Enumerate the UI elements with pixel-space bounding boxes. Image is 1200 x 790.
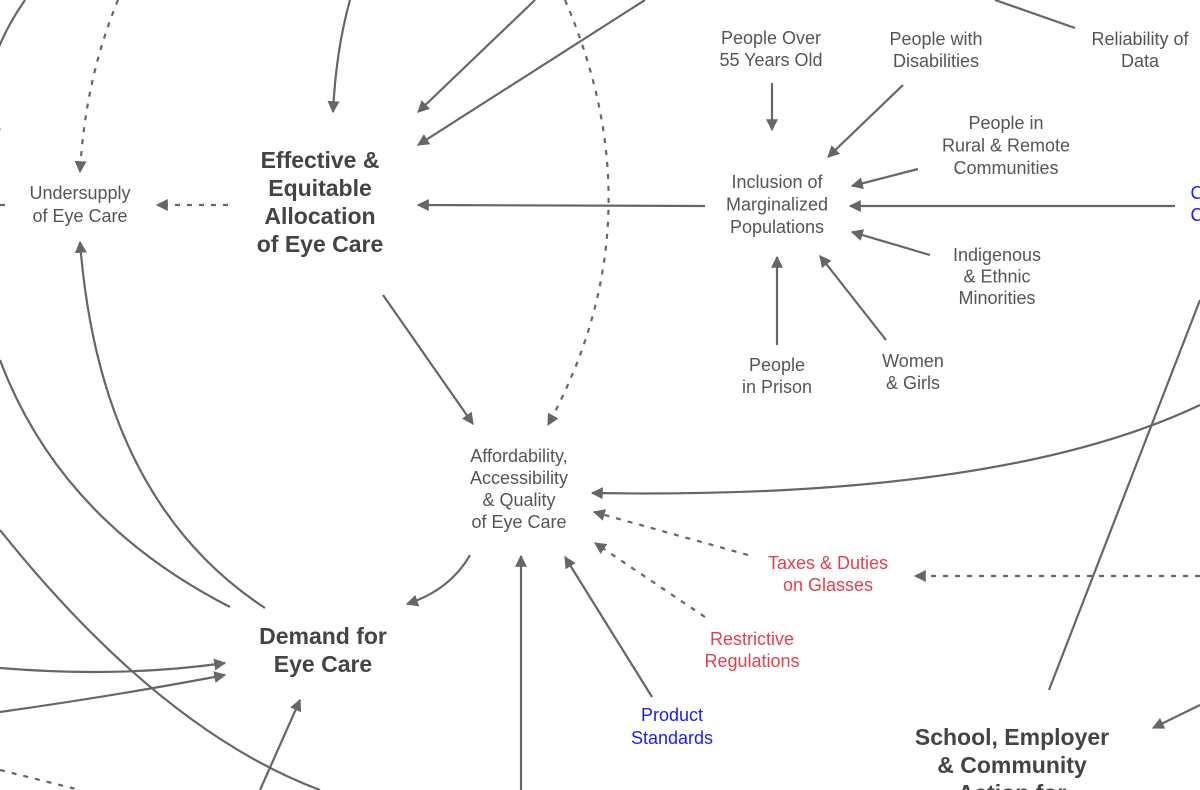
node-label-line: C (1191, 205, 1200, 225)
solid-link-arrow (1151, 704, 1200, 729)
node-label-line: Allocation (264, 203, 375, 229)
node-label-line: Equitable (268, 175, 372, 201)
solid-link-arrow (850, 167, 919, 190)
node-label-line: Affordability, (470, 446, 567, 466)
dashed-link-arrow (0, 768, 81, 790)
node-label-line: & Girls (886, 373, 940, 393)
node-label-line: People with (889, 29, 982, 49)
solid-link-arrow (382, 294, 474, 425)
node-label-line: Product (641, 705, 703, 725)
node-label-line: Undersupply (29, 183, 130, 203)
solid-link-arrow (0, 658, 227, 674)
solid-link-arrow (416, 199, 706, 212)
node-label-line: Taxes & Duties (768, 553, 888, 573)
solid-link-arrow (0, 359, 231, 608)
node-label-line: People (749, 355, 805, 375)
node-label-line: Indigenous (953, 245, 1041, 265)
solid-link-arrow (564, 555, 653, 698)
node-label-line: Standards (631, 728, 713, 748)
node-undersupply: Undersupply of Eye Care (29, 183, 130, 226)
node-label-line: School, Employer (915, 724, 1109, 750)
node-label-line: of Eye Care (471, 512, 566, 532)
node-label-line: Marginalized (726, 194, 828, 214)
solid-link-arrow (0, 0, 26, 130)
node-label-line: Restrictive (710, 629, 794, 649)
node-label-line: on Glasses (783, 575, 873, 595)
node-label-line: & Ethnic (963, 266, 1030, 286)
node-label-line: & Community (937, 752, 1087, 778)
node-label-line: Populations (730, 217, 824, 237)
node-label-line: Effective & (261, 147, 380, 173)
dashed-link-arrow (592, 509, 749, 557)
node-label-line: of Eye Care (32, 206, 127, 226)
solid-link-arrow (416, 0, 646, 146)
node-label-line: Demand for (259, 623, 387, 649)
dashed-link-arrow (594, 542, 706, 618)
solid-link-arrow (590, 404, 1200, 500)
node-label-line: Communities (953, 158, 1058, 178)
solid-link-arrow (0, 671, 227, 714)
solid-link-arrow (827, 84, 904, 158)
node-label-line: People in (968, 113, 1043, 133)
node-partial_blue: CC (1191, 183, 1200, 225)
solid-link-arrow (258, 698, 302, 790)
node-label-line: Regulations (704, 651, 799, 671)
node-label-line: Action for (958, 780, 1067, 790)
solid-link-arrow (74, 240, 266, 609)
node-label-line: Inclusion of (731, 172, 823, 192)
solid-link-arrow (327, 0, 352, 114)
node-label-line: in Prison (742, 377, 812, 397)
node-label-line: Disabilities (893, 51, 979, 71)
node-label-line: & Quality (482, 490, 555, 510)
node-label-line: Reliability of (1091, 29, 1189, 49)
solid-link-arrow (1047, 299, 1200, 691)
solid-link-arrow (994, 0, 1076, 30)
solid-link-arrow (819, 255, 887, 341)
solid-link-arrow (850, 229, 931, 257)
node-label-line: 55 Years Old (719, 50, 822, 70)
node-label-line: Rural & Remote (942, 135, 1070, 155)
node-label-line: of Eye Care (257, 231, 384, 257)
dashed-link-arrow (74, 0, 120, 174)
dashed-link-arrow (547, 0, 610, 427)
node-label-line: Data (1121, 51, 1160, 71)
node-label-line: Minorities (958, 288, 1035, 308)
solid-link-arrow (0, 529, 321, 790)
node-school: School, Employer& CommunityAction for (915, 724, 1109, 790)
node-label-line: Women (882, 351, 944, 371)
solid-link-arrow (417, 0, 536, 113)
solid-link-arrow (405, 554, 471, 607)
node-label-line: Accessibility (470, 468, 568, 488)
node-label-line: People Over (721, 28, 821, 48)
node-label-line: Eye Care (274, 651, 372, 677)
node-label-line: C (1191, 183, 1200, 203)
node-women: Women& Girls (882, 351, 944, 393)
